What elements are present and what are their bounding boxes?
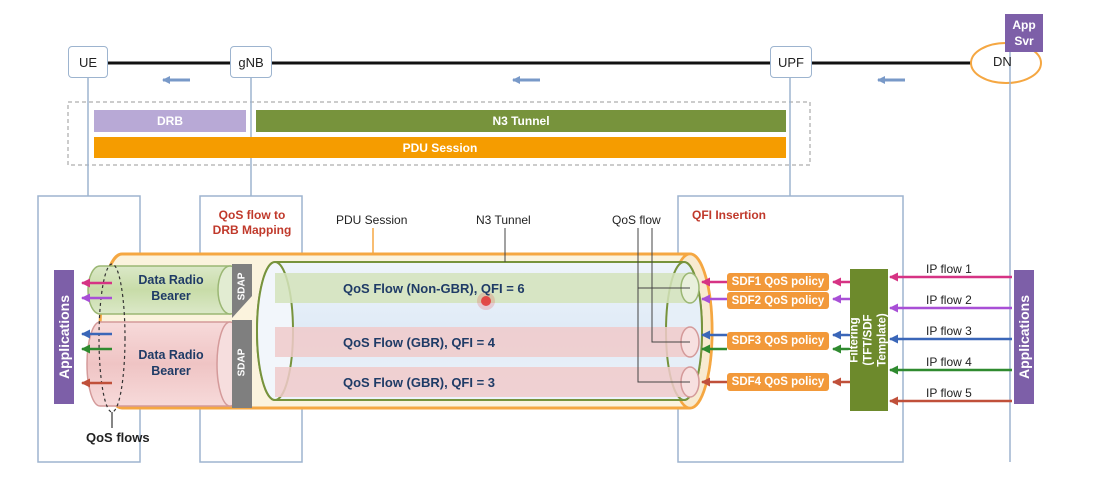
qos-mapping-label: QoS flow to DRB Mapping [212,208,292,237]
sdf3-policy: SDF3 QoS policy [727,332,829,350]
sdf2-policy: SDF2 QoS policy [727,292,829,309]
sdf-arrows [701,277,727,387]
dn-applications-box: Applications [1014,270,1034,404]
gnb-label: gNB [238,54,264,70]
qos-flow-label-qfi4: QoS Flow (GBR), QFI = 4 [343,335,496,350]
drb-label-2: Data Radio Bearer [138,348,204,378]
gnb-node: gNB [230,46,272,78]
qos-flow-tube-2 [275,327,690,357]
filtering-box: Filtering (TFT/SDF Template) [849,269,889,411]
ip-flow-2-label: IP flow 2 [926,293,972,307]
n3-tunnel-label: N3 Tunnel [476,213,531,227]
session-dashed-box [67,101,811,166]
sdap-shape-2 [232,320,252,408]
upf-label: UPF [778,54,804,70]
qos-flow-label-qfi6: QoS Flow (Non-GBR), QFI = 6 [343,281,525,296]
ip-flow-3-label: IP flow 3 [926,324,972,338]
qos-flow-tube-3 [275,367,690,397]
sdap-label-1: SDAP [236,272,248,300]
filter-arrows [832,277,850,387]
sdap-label-2: SDAP [236,348,248,376]
qfi-insertion-label: QFI Insertion [692,208,767,222]
sdf1-policy: SDF1 QoS policy [727,273,829,291]
qos-flows-ellipse [98,263,126,413]
sdap-shape-1 [232,264,252,318]
qos-flow-label: QoS flow [612,213,661,227]
qos-flows-label: QoS flows [86,430,150,445]
app-server-box: App Svr [1005,14,1043,52]
ip-flow-4-label: IP flow 4 [926,355,972,369]
callout-lines [504,228,690,383]
ip-flow-1-label: IP flow 1 [926,262,972,276]
dn-label: DN [993,54,1012,69]
ue-applications-box: Applications [54,270,74,404]
ue-label: UE [78,54,98,70]
qos-flow-label-qfi3: QoS Flow (GBR), QFI = 3 [343,375,496,390]
ip-flow-5-label: IP flow 5 [926,386,972,400]
pdu-session-label: PDU Session [336,213,408,227]
sdf4-policy: SDF4 QoS policy [727,373,829,391]
ue-side-arrows [81,278,112,388]
drb-label-1: Data Radio Bearer [138,273,204,303]
pdu-session-bar: PDU Session [94,137,786,158]
cursor-dot [481,296,491,306]
ip-flow-arrows [889,272,1012,406]
upf-node: UPF [770,46,812,78]
ue-node: UE [68,46,108,78]
drb-bar: DRB [94,110,246,132]
node-drop-lines [87,52,1011,462]
n3-tunnel-bar: N3 Tunnel [256,110,786,132]
